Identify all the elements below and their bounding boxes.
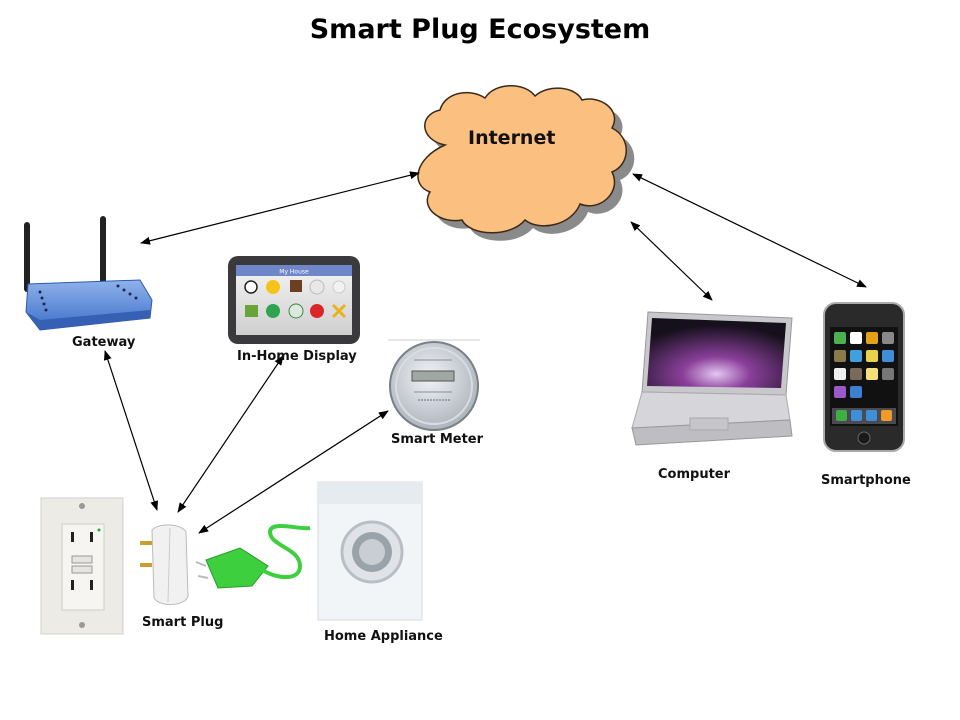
smartphone-label: Smartphone bbox=[821, 473, 911, 488]
home-appliance-label: Home Appliance bbox=[324, 629, 443, 644]
arrow-internet-smartphone bbox=[632, 173, 867, 288]
connections bbox=[103, 171, 867, 534]
green-cable-image bbox=[195, 523, 311, 589]
computer-label: Computer bbox=[658, 467, 731, 482]
arrow-internet-gateway bbox=[140, 171, 420, 245]
gateway-router-image bbox=[24, 216, 153, 331]
diagram-title: Smart Plug Ecosystem bbox=[309, 14, 651, 45]
smart-meter-image bbox=[388, 339, 480, 431]
smart-plug-label: Smart Plug bbox=[142, 615, 224, 630]
computer-laptop-image bbox=[631, 311, 793, 446]
arrow-internet-computer bbox=[630, 221, 713, 301]
in-home-display-label: In-Home Display bbox=[237, 349, 357, 364]
cloud-body bbox=[417, 85, 627, 234]
smart-plug-image bbox=[140, 524, 189, 605]
home-appliance-washer-image bbox=[317, 481, 423, 621]
phone-app-grid bbox=[832, 332, 896, 424]
wall-outlet-image bbox=[40, 497, 124, 635]
arrow-gateway-smartplug bbox=[103, 350, 159, 511]
smartphone-image bbox=[823, 302, 905, 452]
smart-meter-label: Smart Meter bbox=[391, 432, 484, 447]
internet-cloud bbox=[417, 85, 635, 241]
internet-label: Internet bbox=[468, 127, 556, 149]
ihd-app-icons bbox=[244, 279, 347, 319]
arrow-meter-smartplug bbox=[198, 410, 389, 534]
in-home-display-image: My House bbox=[228, 256, 360, 344]
ihd-screen-title: My House bbox=[279, 269, 309, 276]
gateway-label: Gateway bbox=[72, 335, 136, 350]
